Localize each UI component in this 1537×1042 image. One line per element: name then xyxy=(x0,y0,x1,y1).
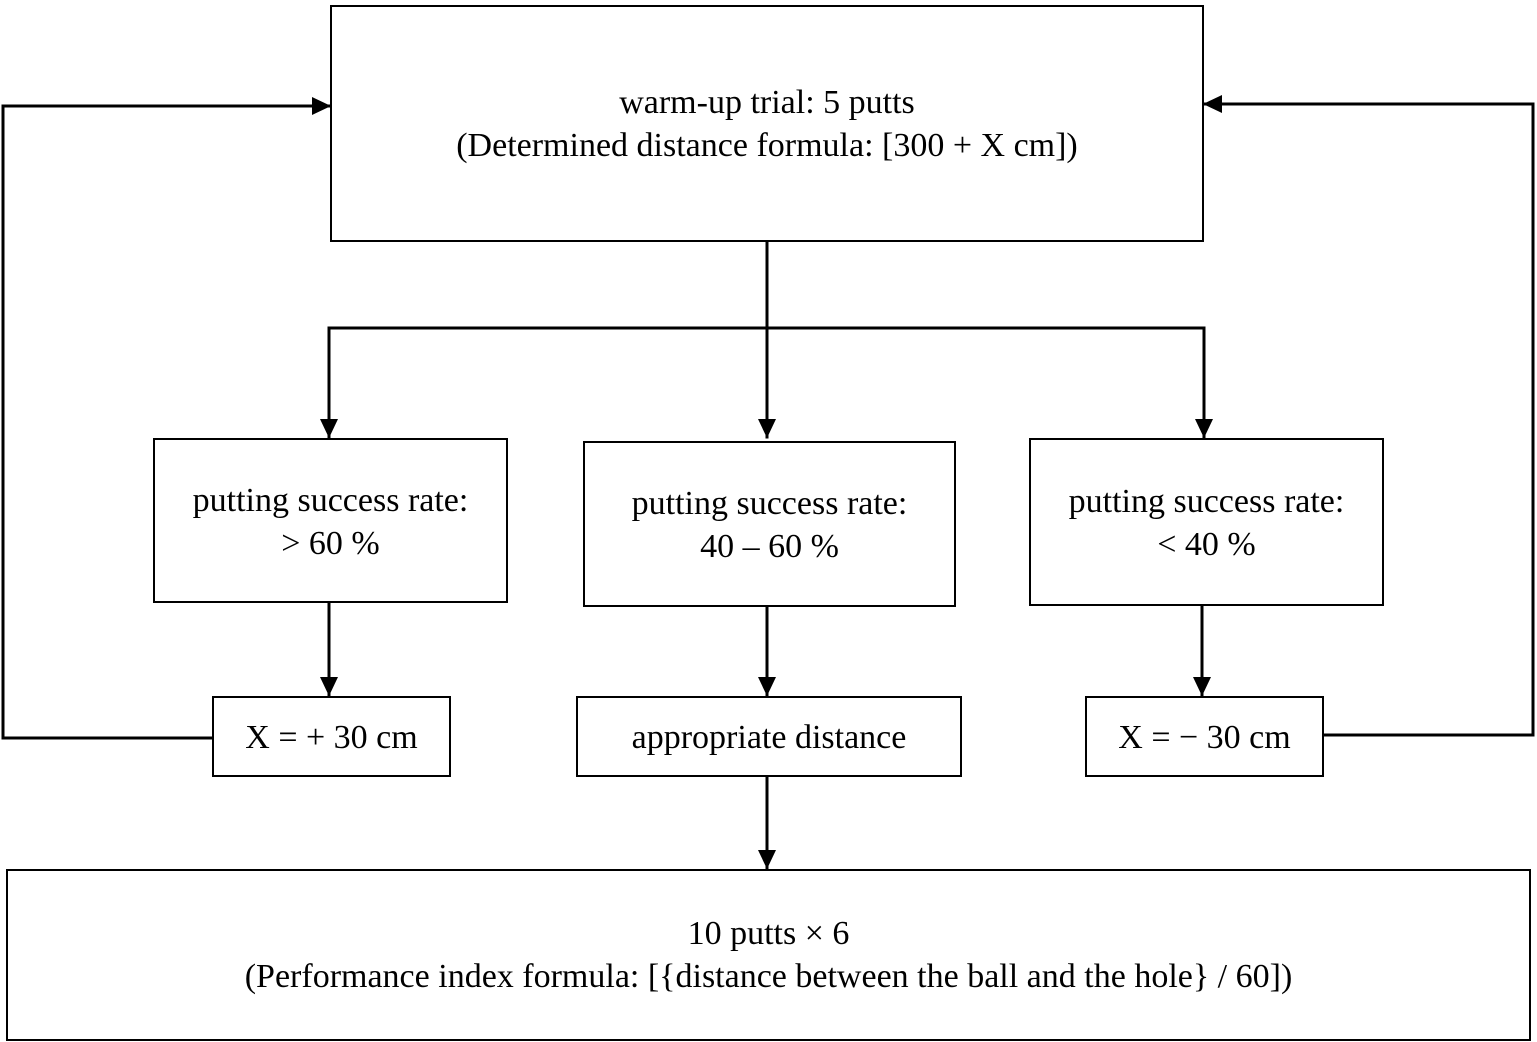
feedback-loop-left xyxy=(1,97,332,740)
performance-formula: (Performance index formula: [{distance b… xyxy=(244,958,1293,995)
success-rate-mid-label: putting success rate: xyxy=(631,485,908,522)
increase-distance-label: X = + 30 cm xyxy=(245,719,418,756)
success-rate-high-label: putting success rate: xyxy=(192,481,469,519)
performance-trials: 10 putts × 6 xyxy=(687,915,850,952)
success-rate-high-box: putting success rate: > 60 % xyxy=(153,438,508,603)
increase-distance-box: X = + 30 cm xyxy=(212,696,451,777)
performance-index-box: 10 putts × 6 (Performance index formula:… xyxy=(6,869,1531,1041)
success-rate-low-label: putting success rate: xyxy=(1068,483,1345,520)
decrease-distance-label: X = − 30 cm xyxy=(1118,719,1291,756)
success-rate-low-box: putting success rate: < 40 % xyxy=(1029,438,1384,606)
success-rate-mid-value: 40 – 60 % xyxy=(700,528,839,565)
appropriate-distance-label: appropriate distance xyxy=(631,719,907,756)
warmup-trial-box: warm-up trial: 5 putts (Determined dista… xyxy=(330,5,1204,242)
feedback-loop-right xyxy=(1202,95,1535,737)
decrease-distance-box: X = − 30 cm xyxy=(1085,696,1324,777)
success-rate-mid-box: putting success rate: 40 – 60 % xyxy=(583,441,956,607)
warmup-formula: (Determined distance formula: [300 + X c… xyxy=(456,126,1078,164)
success-rate-low-value: < 40 % xyxy=(1157,526,1256,563)
success-rate-high-value: > 60 % xyxy=(281,524,380,562)
appropriate-distance-box: appropriate distance xyxy=(576,696,962,777)
warmup-title: warm-up trial: 5 putts xyxy=(619,83,915,121)
